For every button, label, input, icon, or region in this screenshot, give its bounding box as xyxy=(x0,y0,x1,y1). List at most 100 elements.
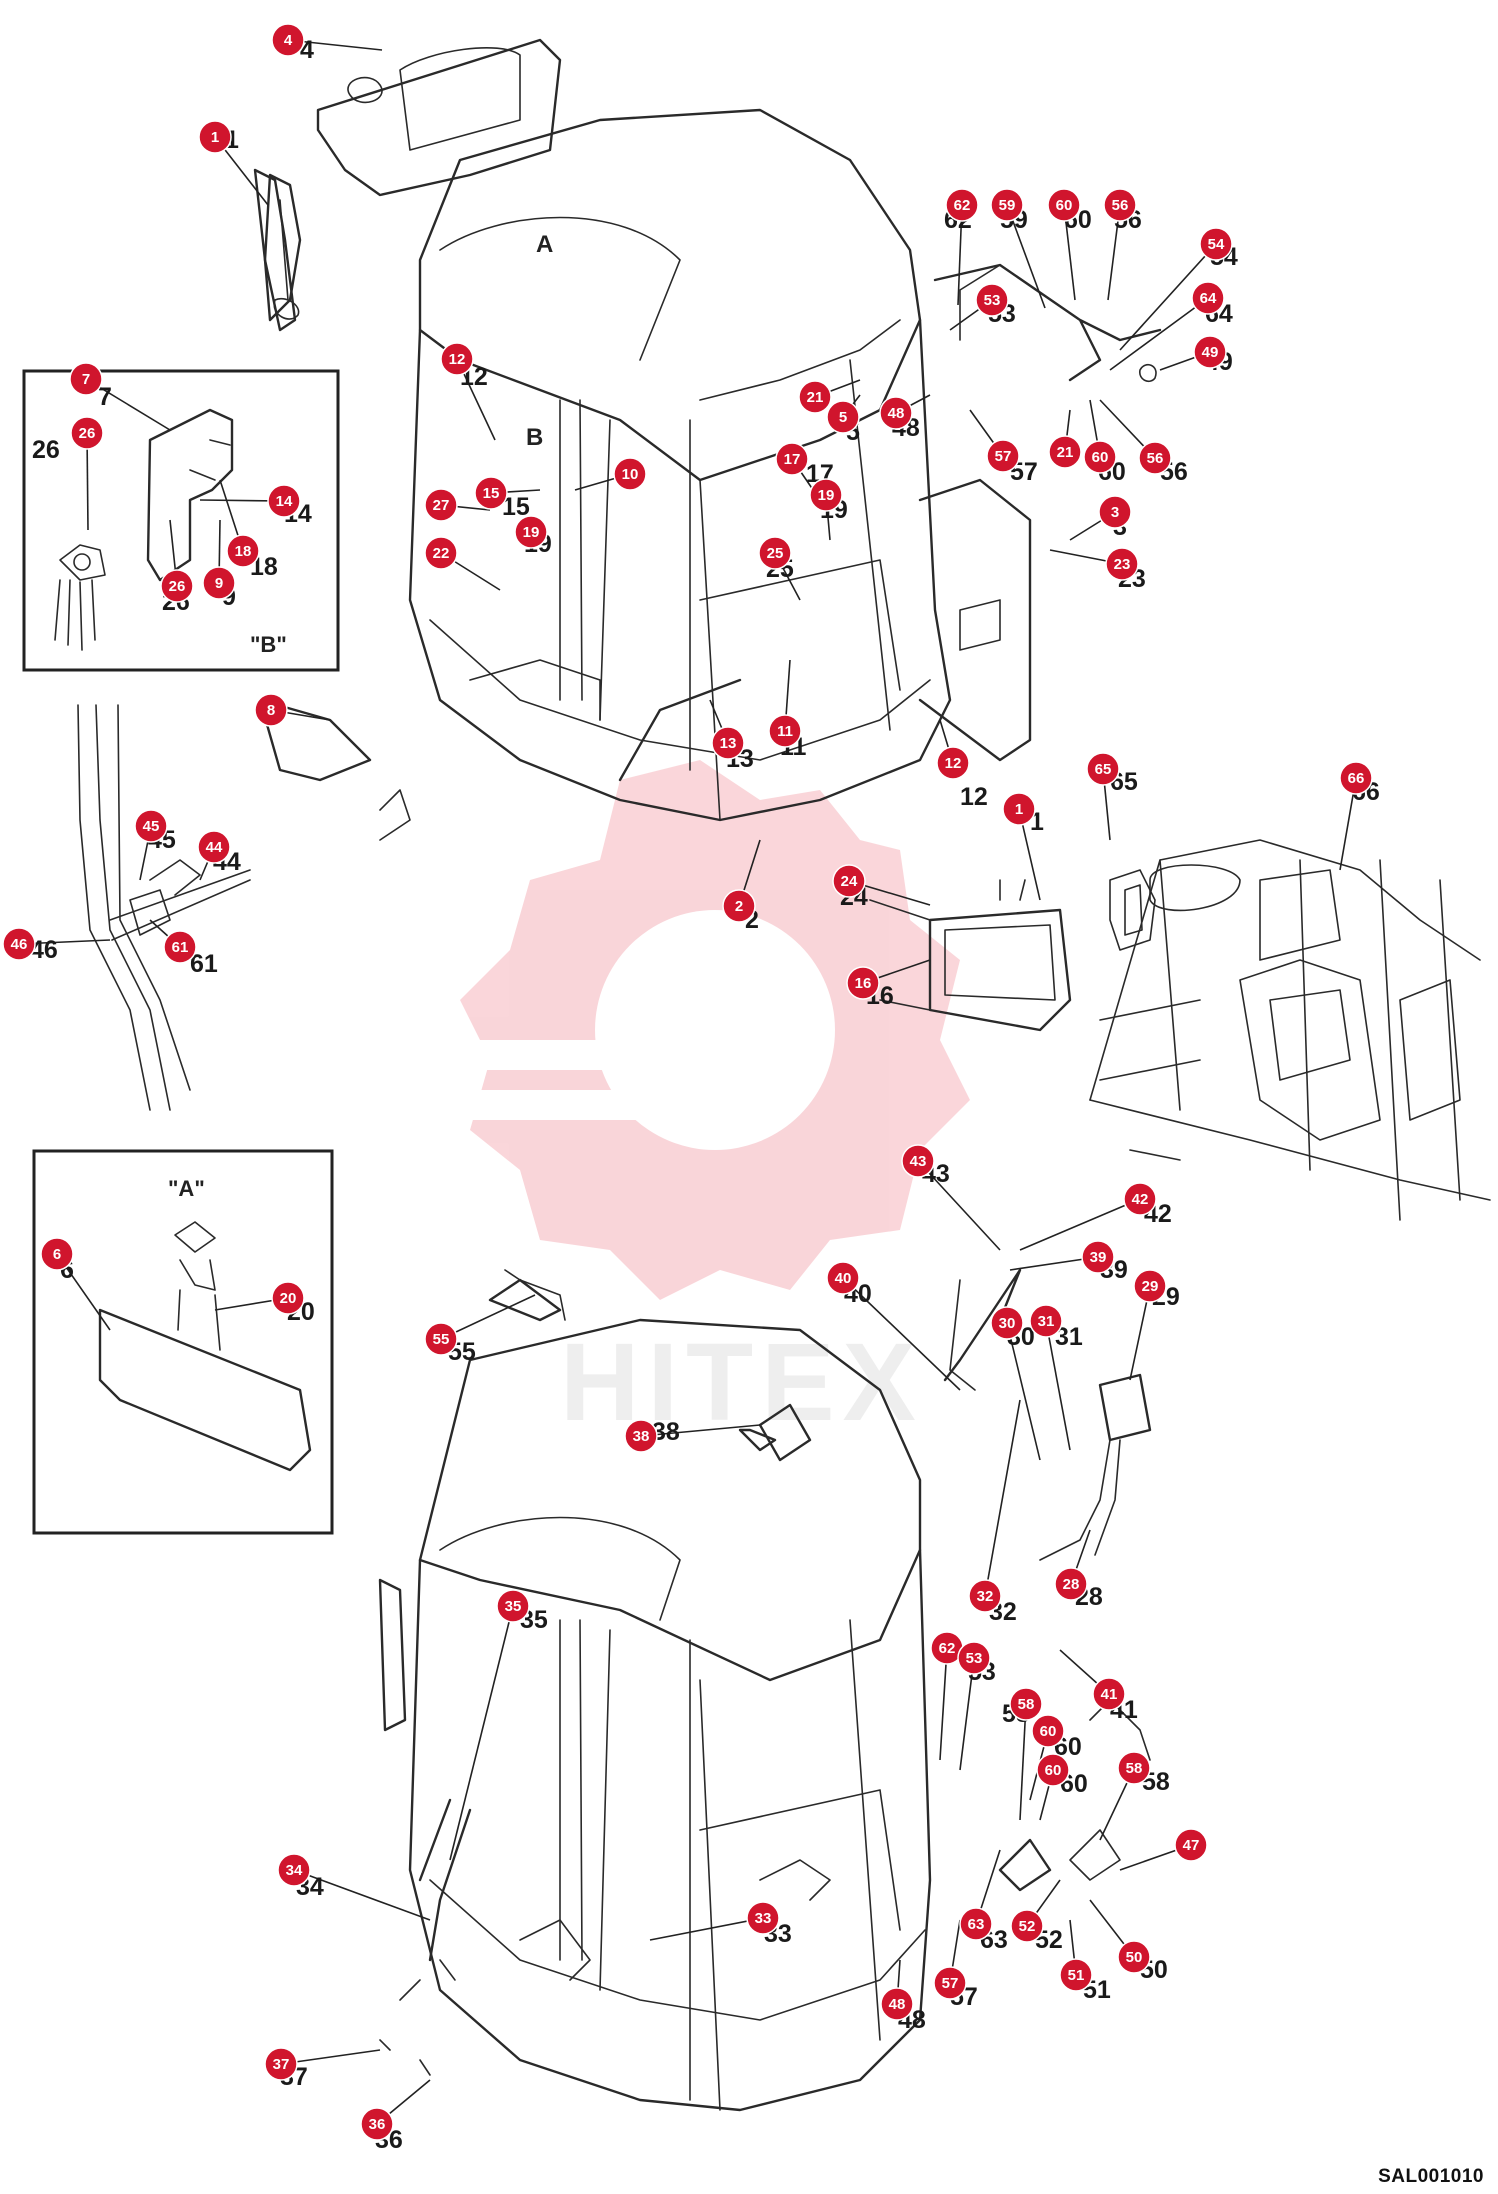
callout-22[interactable]: 22 xyxy=(424,536,458,570)
callout-40[interactable]: 40 xyxy=(826,1261,860,1295)
callout-45[interactable]: 45 xyxy=(134,809,168,843)
callout-marker-65 xyxy=(1086,752,1120,786)
callout-56[interactable]: 56 xyxy=(1103,188,1137,222)
callout-marker-57 xyxy=(986,439,1020,473)
callout-24[interactable]: 24 xyxy=(832,864,866,898)
callout-27[interactable]: 27 xyxy=(424,488,458,522)
callout-8[interactable]: 8 xyxy=(254,693,288,727)
callout-60[interactable]: 60 xyxy=(1083,440,1117,474)
callout-38[interactable]: 38 xyxy=(624,1419,658,1453)
callout-60[interactable]: 60 xyxy=(1036,1753,1070,1787)
callout-51[interactable]: 51 xyxy=(1059,1958,1093,1992)
callout-62[interactable]: 62 xyxy=(945,188,979,222)
callout-18[interactable]: 18 xyxy=(226,534,260,568)
callout-10[interactable]: 10 xyxy=(613,457,647,491)
callout-63[interactable]: 63 xyxy=(959,1907,993,1941)
inset-b-frame: "B" xyxy=(22,369,340,672)
inset-b-title: "B" xyxy=(250,632,287,657)
callout-13[interactable]: 13 xyxy=(711,726,745,760)
callout-marker-2 xyxy=(722,889,756,923)
callout-47[interactable]: 47 xyxy=(1174,1828,1208,1862)
callout-6[interactable]: 6 xyxy=(40,1237,74,1271)
callout-35[interactable]: 35 xyxy=(496,1589,530,1623)
callout-21[interactable]: 21 xyxy=(798,380,832,414)
callout-number-60: 60 xyxy=(1045,1762,1062,1779)
callout-12[interactable]: 12 xyxy=(440,342,474,376)
callout-42[interactable]: 42 xyxy=(1123,1182,1157,1216)
callout-41[interactable]: 41 xyxy=(1092,1677,1126,1711)
callout-33[interactable]: 33 xyxy=(746,1901,780,1935)
callout-56[interactable]: 56 xyxy=(1138,441,1172,475)
callout-48[interactable]: 48 xyxy=(880,1987,914,2021)
callout-57[interactable]: 57 xyxy=(933,1966,967,2000)
callout-62[interactable]: 62 xyxy=(930,1631,964,1665)
callout-3[interactable]: 3 xyxy=(1098,495,1132,529)
callout-60[interactable]: 60 xyxy=(1031,1714,1065,1748)
callout-31[interactable]: 31 xyxy=(1029,1304,1063,1338)
callout-14[interactable]: 14 xyxy=(267,484,301,518)
callout-36[interactable]: 36 xyxy=(360,2107,394,2141)
callout-44[interactable]: 44 xyxy=(197,830,231,864)
callout-marker-28 xyxy=(1054,1567,1088,1601)
callout-48[interactable]: 48 xyxy=(879,396,913,430)
callout-58[interactable]: 58 xyxy=(1117,1751,1151,1785)
callout-58[interactable]: 58 xyxy=(1009,1687,1043,1721)
callout-number-12: 12 xyxy=(945,755,962,772)
callout-59[interactable]: 59 xyxy=(990,188,1024,222)
callout-4[interactable]: 4 xyxy=(271,23,305,57)
callout-29[interactable]: 29 xyxy=(1133,1269,1167,1303)
callout-19[interactable]: 19 xyxy=(514,515,548,549)
callout-16[interactable]: 16 xyxy=(846,966,880,1000)
callout-number-29: 29 xyxy=(1142,1278,1159,1295)
callout-64[interactable]: 64 xyxy=(1191,281,1225,315)
callout-50[interactable]: 50 xyxy=(1117,1940,1151,1974)
callout-43[interactable]: 43 xyxy=(901,1144,935,1178)
callout-7[interactable]: 7 xyxy=(69,362,103,396)
callout-34[interactable]: 34 xyxy=(277,1853,311,1887)
callout-60[interactable]: 60 xyxy=(1047,188,1081,222)
callout-26[interactable]: 26 xyxy=(70,416,104,450)
callout-2[interactable]: 2 xyxy=(722,889,756,923)
callout-5[interactable]: 5 xyxy=(826,400,860,434)
callout-23[interactable]: 23 xyxy=(1105,547,1139,581)
callout-number-20: 20 xyxy=(280,1290,297,1307)
callout-number-42: 42 xyxy=(1132,1191,1149,1208)
callout-marker-50 xyxy=(1117,1940,1151,1974)
callout-25[interactable]: 25 xyxy=(758,536,792,570)
callout-26[interactable]: 26 xyxy=(160,569,194,603)
callout-37[interactable]: 37 xyxy=(264,2047,298,2081)
callout-1[interactable]: 1 xyxy=(198,120,232,154)
callout-61[interactable]: 61 xyxy=(163,930,197,964)
callout-marker-19 xyxy=(514,515,548,549)
callout-55[interactable]: 55 xyxy=(424,1322,458,1356)
callout-49[interactable]: 49 xyxy=(1193,335,1227,369)
callout-54[interactable]: 54 xyxy=(1199,227,1233,261)
callout-21[interactable]: 21 xyxy=(1048,435,1082,469)
callout-39[interactable]: 39 xyxy=(1081,1240,1115,1274)
callout-15[interactable]: 15 xyxy=(474,476,508,510)
callout-28[interactable]: 28 xyxy=(1054,1567,1088,1601)
callout-57[interactable]: 57 xyxy=(986,439,1020,473)
callout-17[interactable]: 17 xyxy=(775,442,809,476)
callout-marker-41 xyxy=(1092,1677,1126,1711)
callout-65[interactable]: 65 xyxy=(1086,752,1120,786)
callout-1[interactable]: 1 xyxy=(1002,792,1036,826)
callout-9[interactable]: 9 xyxy=(202,566,236,600)
callout-marker-1 xyxy=(1002,792,1036,826)
part-label-26: 26 xyxy=(32,436,60,464)
callout-52[interactable]: 52 xyxy=(1010,1909,1044,1943)
callout-53[interactable]: 53 xyxy=(957,1641,991,1675)
callout-12[interactable]: 12 xyxy=(936,746,970,780)
callout-marker-30 xyxy=(990,1306,1024,1340)
callout-11[interactable]: 11 xyxy=(768,714,802,748)
callout-30[interactable]: 30 xyxy=(990,1306,1024,1340)
callout-66[interactable]: 66 xyxy=(1339,761,1373,795)
watermark-logo: HITEX xyxy=(450,760,970,1444)
callout-46[interactable]: 46 xyxy=(2,927,36,961)
callout-19[interactable]: 19 xyxy=(809,478,843,512)
callout-53[interactable]: 53 xyxy=(975,283,1009,317)
callout-32[interactable]: 32 xyxy=(968,1579,1002,1613)
view-mark-a: A xyxy=(536,231,553,258)
callout-20[interactable]: 20 xyxy=(271,1281,305,1315)
